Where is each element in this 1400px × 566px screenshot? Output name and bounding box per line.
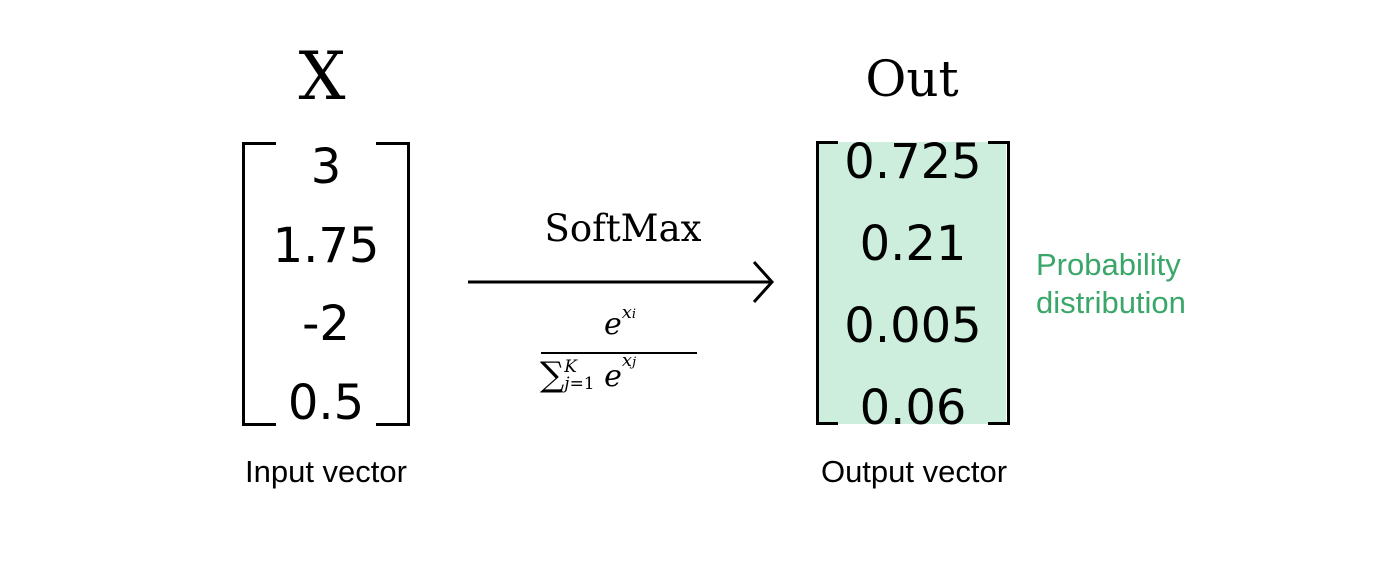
annotation-line: Probability bbox=[1036, 247, 1181, 282]
annotation-line: distribution bbox=[1036, 285, 1186, 320]
input-value: 3 bbox=[310, 139, 342, 195]
output-value: 0.725 bbox=[844, 134, 982, 190]
output-vector-caption: Output vector bbox=[820, 454, 1008, 489]
formula-fraction-bar bbox=[541, 352, 697, 354]
input-left-bracket bbox=[242, 142, 276, 426]
output-left-bracket bbox=[816, 141, 838, 425]
input-vector-caption: Input vector bbox=[245, 454, 407, 489]
input-right-bracket bbox=[376, 142, 410, 426]
output-value: 0.21 bbox=[859, 216, 967, 272]
output-right-bracket bbox=[988, 141, 1010, 425]
input-vector: 3 1.75 -2 0.5 bbox=[250, 143, 402, 427]
output-vector: 0.725 0.21 0.005 0.06 bbox=[822, 138, 1004, 432]
probability-distribution-label: Probability distribution bbox=[1036, 246, 1186, 322]
output-value: 0.005 bbox=[844, 298, 982, 354]
softmax-label: SoftMax bbox=[544, 207, 702, 250]
input-vector-title: X bbox=[298, 38, 346, 115]
output-value: 0.06 bbox=[859, 380, 967, 436]
arrow-right-icon bbox=[468, 260, 775, 304]
input-value: -2 bbox=[302, 296, 350, 353]
input-value: 0.5 bbox=[287, 374, 365, 431]
output-highlight bbox=[818, 142, 1006, 424]
formula-numerator: exi bbox=[603, 302, 637, 342]
output-vector-title: Out bbox=[865, 50, 959, 108]
input-value: 1.75 bbox=[272, 217, 380, 274]
